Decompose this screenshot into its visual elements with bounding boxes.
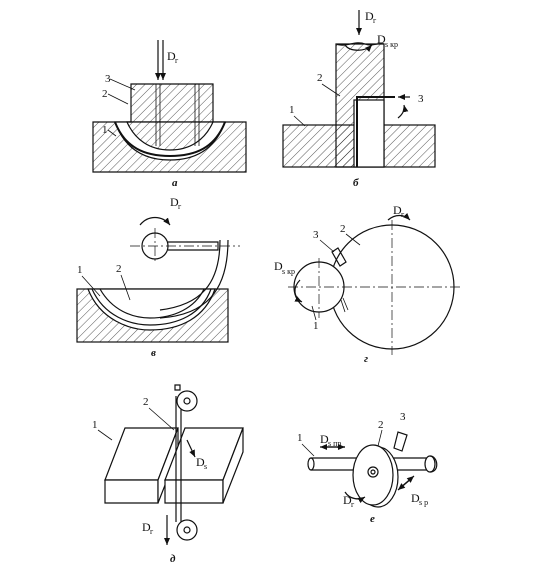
panel-g: D г D s кр 3 2 1 г bbox=[274, 203, 460, 365]
punch-3 bbox=[126, 83, 214, 151]
panel-b-rot-sub: s кр bbox=[385, 40, 398, 49]
panel-g-caption: г bbox=[364, 353, 368, 365]
panel-v-caption: в bbox=[151, 347, 156, 359]
panel-g-label-1: 1 bbox=[313, 320, 319, 332]
panel-b-force-label: D bbox=[365, 9, 374, 23]
panel-d-force-label: D bbox=[142, 520, 151, 534]
panel-a-label-1: 1 bbox=[102, 124, 108, 136]
panel-e-feed3-label: D bbox=[411, 491, 420, 505]
panel-e-feed2-sub: г bbox=[351, 500, 355, 509]
panel-e-label-1: 1 bbox=[297, 432, 303, 444]
panel-d-label-2: 2 bbox=[143, 396, 149, 408]
panel-a-force-sub: г bbox=[175, 56, 179, 65]
panel-d: D s D г 1 2 д bbox=[92, 384, 244, 565]
panel-g-rot-sub: s кр bbox=[282, 267, 295, 276]
panel-e-feed2-label: D bbox=[343, 493, 352, 507]
panel-v-label-1: 1 bbox=[77, 264, 83, 276]
panel-b-force-sub: г bbox=[373, 16, 377, 25]
panel-g-label-2: 2 bbox=[340, 223, 346, 235]
panel-a-label-2: 2 bbox=[102, 88, 108, 100]
tool-3 bbox=[393, 431, 408, 452]
panel-b: D г D s кр 2 1 3 б bbox=[282, 9, 436, 189]
panel-e-feed3-sub: s р bbox=[419, 498, 428, 507]
panel-e-feed1-label: D bbox=[320, 432, 329, 446]
panel-g-label-3: 3 bbox=[313, 229, 319, 241]
panel-e-caption: е bbox=[370, 513, 375, 525]
panel-a: D г 3 2 1 а bbox=[92, 40, 247, 189]
panel-d-caption: д bbox=[170, 553, 176, 565]
panel-a-force-label: D bbox=[167, 49, 176, 63]
panel-d-feed-label: D bbox=[196, 455, 205, 469]
panel-d-force-sub: г bbox=[150, 527, 154, 536]
panel-v: D г 1 2 в bbox=[76, 195, 240, 359]
panel-v-force-label: D bbox=[170, 195, 179, 209]
panel-b-label-2: 2 bbox=[317, 72, 323, 84]
tool-3 bbox=[331, 247, 347, 267]
panel-e-label-2: 2 bbox=[378, 419, 384, 431]
panel-g-rot-label: D bbox=[274, 259, 283, 273]
tool-3 bbox=[356, 96, 395, 167]
panel-e-label-3: 3 bbox=[400, 411, 406, 423]
panel-a-label-3: 3 bbox=[105, 73, 111, 85]
panel-v-label-2: 2 bbox=[116, 263, 122, 275]
panel-d-label-1: 1 bbox=[92, 419, 98, 431]
panel-g-force-label: D bbox=[393, 203, 402, 217]
panel-b-rot-label: D bbox=[377, 32, 386, 46]
panel-v-force-sub: г bbox=[178, 202, 182, 211]
panel-a-caption: а bbox=[172, 177, 178, 189]
panel-g-force-sub: г bbox=[401, 210, 405, 219]
strip-2 bbox=[114, 121, 226, 158]
panel-e-feed1-sub: s пр bbox=[328, 439, 341, 448]
panel-b-caption: б bbox=[353, 177, 359, 189]
panel-d-feed-sub: s bbox=[204, 462, 207, 471]
panel-b-label-3: 3 bbox=[418, 93, 424, 105]
panel-e: D s пр D г D s р 1 2 3 е bbox=[297, 411, 438, 525]
panel-b-label-1: 1 bbox=[289, 104, 295, 116]
